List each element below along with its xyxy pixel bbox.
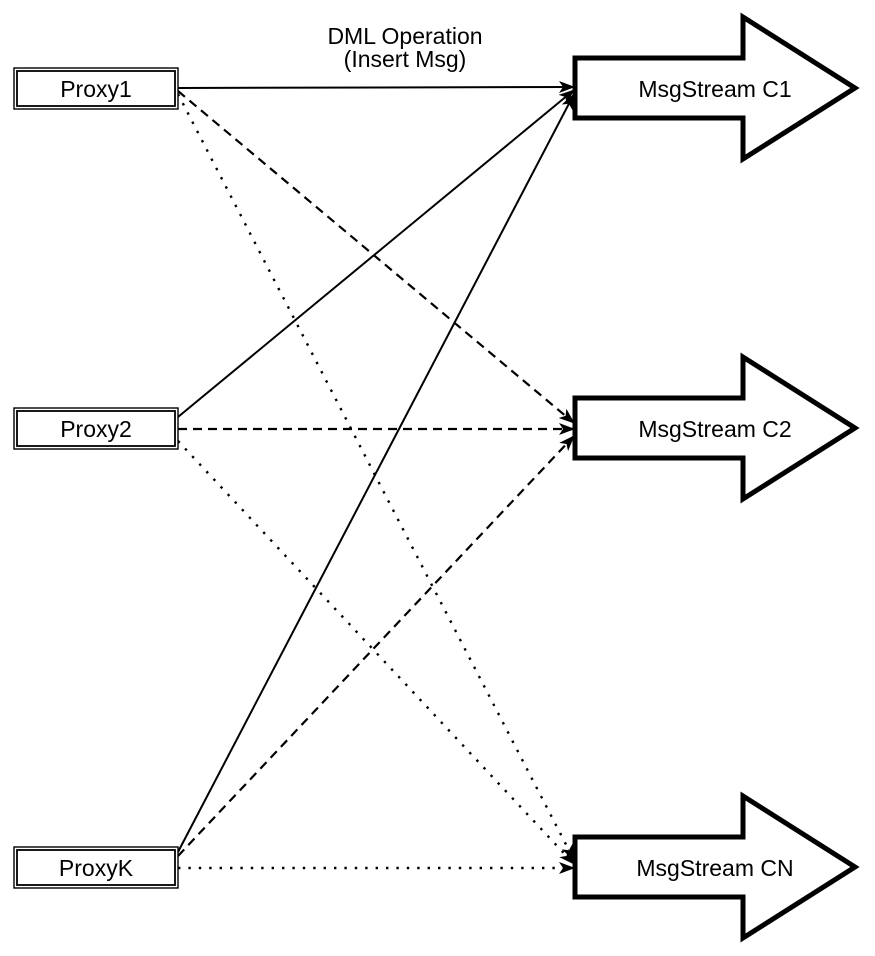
edge-proxy1-c1 (177, 81, 575, 94)
msgstream-c2-arrow-shape (572, 352, 860, 504)
edge-proxyk-c2 (177, 435, 575, 857)
msgstream-c1-arrow-shape (572, 12, 860, 164)
edges-layer (176, 81, 576, 874)
proxyk-label: ProxyK (59, 855, 134, 881)
edge-annotation-line1: DML Operation (327, 23, 483, 49)
msgstream-c2-label: MsgStream C2 (638, 416, 791, 442)
proxy1-label: Proxy1 (60, 76, 132, 102)
proxyk-box-outer (13, 846, 179, 889)
proxy2-box-inner (16, 410, 176, 447)
edge-proxyk-c1 (177, 93, 575, 853)
proxy2-label: Proxy2 (60, 416, 132, 442)
edge-annotation-line2: (Insert Msg) (343, 46, 467, 72)
edge-proxy1-cn (176, 93, 576, 861)
msgstream-c2-node: MsgStream C2 (572, 352, 860, 504)
proxy2-node: Proxy2 (13, 407, 179, 450)
msgstream-cn-arrow-shape (572, 791, 860, 943)
msgstream-c1-node: MsgStream C1 (572, 12, 860, 164)
msgstream-cn-label: MsgStream CN (636, 855, 793, 881)
edge-proxy2-cn (177, 440, 575, 865)
edge-annotation: DML Operation (Insert Msg) (255, 25, 555, 71)
msgstream-cn-node: MsgStream CN (572, 791, 860, 943)
proxy2-box-outer (13, 407, 179, 450)
proxy1-box-inner (16, 70, 176, 107)
proxyk-box-inner (16, 849, 176, 886)
msgstream-c1-label: MsgStream C1 (638, 76, 791, 102)
edge-proxy1-c2 (177, 90, 575, 424)
proxy1-box-outer (13, 67, 179, 110)
proxy1-node: Proxy1 (13, 67, 179, 110)
edge-proxy2-c1 (177, 89, 575, 418)
proxyk-node: ProxyK (13, 846, 179, 889)
